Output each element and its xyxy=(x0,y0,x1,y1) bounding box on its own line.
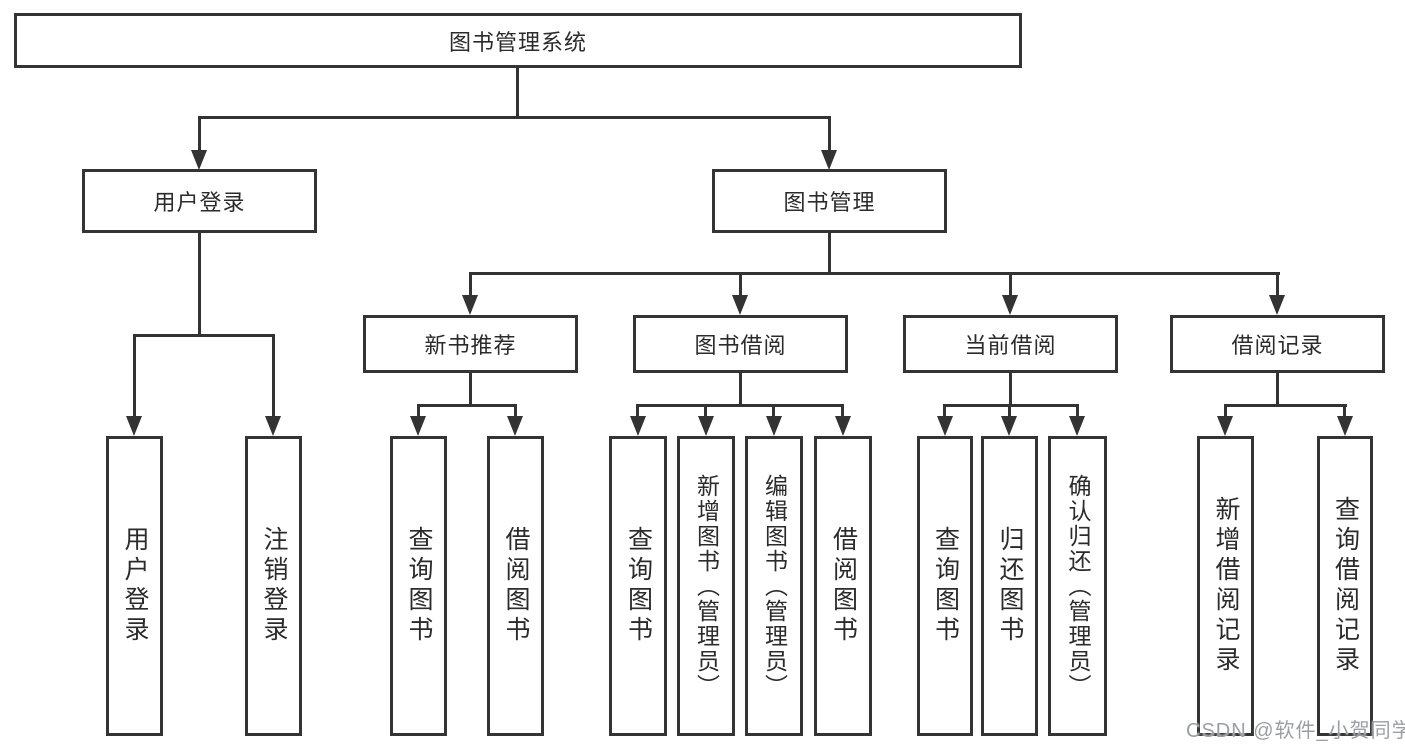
leaf-add-borrow-record: 新增借阅记录 xyxy=(1197,436,1254,736)
node-label: 用户登录 xyxy=(121,526,149,646)
node-label: 查询图书 xyxy=(931,526,960,646)
connector-line xyxy=(636,404,639,418)
connector-line xyxy=(1224,404,1227,418)
connector-line xyxy=(739,373,742,405)
arrow-down-icon xyxy=(1069,416,1085,436)
node-label: 注销登录 xyxy=(260,526,288,646)
arrow-down-icon xyxy=(835,416,851,436)
connector-line xyxy=(704,404,707,418)
node-label: 图书管理系统 xyxy=(448,29,587,55)
node-label: 查询图书 xyxy=(624,526,653,646)
node-label: 借阅图书 xyxy=(502,526,530,646)
arrow-down-icon xyxy=(698,416,714,436)
leaf-query-books-borrow: 查询图书 xyxy=(609,436,667,736)
connector-line xyxy=(1276,272,1279,298)
leaf-logout: 注销登录 xyxy=(245,436,302,736)
leaf-return-books: 归还图书 xyxy=(981,436,1038,736)
leaf-query-books-current: 查询图书 xyxy=(917,436,973,736)
connector-line xyxy=(417,404,420,418)
arrow-down-icon xyxy=(462,295,478,315)
connector-line xyxy=(772,404,775,418)
leaf-borrow-books-recommend: 借阅图书 xyxy=(487,436,544,736)
connector-line xyxy=(1224,404,1347,407)
arrow-down-icon xyxy=(410,416,426,436)
node-label: 借阅图书 xyxy=(829,526,858,646)
node-label: 查询图书 xyxy=(405,526,433,646)
leaf-borrow-books: 借阅图书 xyxy=(814,436,872,736)
connector-line xyxy=(198,116,201,150)
node-label: 用户登录 xyxy=(153,190,246,215)
connector-line xyxy=(198,233,201,336)
node-label: 查询借阅记录 xyxy=(1331,496,1360,676)
node-label: 新书推荐 xyxy=(424,333,517,358)
arrow-down-icon xyxy=(191,150,207,170)
leaf-confirm-return-admin: 确认归还（管理员） xyxy=(1048,436,1107,736)
root-node-library-system: 图书管理系统 xyxy=(14,13,1022,68)
arrow-down-icon xyxy=(1001,416,1017,436)
node-book-borrow: 图书借阅 xyxy=(633,315,848,373)
arrow-down-icon xyxy=(1337,416,1353,436)
leaf-query-borrow-record: 查询借阅记录 xyxy=(1317,436,1373,736)
node-user-login: 用户登录 xyxy=(82,169,317,233)
node-label: 图书管理 xyxy=(783,190,876,215)
connector-line xyxy=(828,116,831,150)
connector-line xyxy=(636,404,844,407)
connector-line xyxy=(272,334,275,418)
connector-line xyxy=(739,272,742,298)
connector-line xyxy=(828,233,831,274)
connector-line xyxy=(516,68,519,116)
leaf-user-login: 用户登录 xyxy=(106,436,163,736)
node-new-book-recommend: 新书推荐 xyxy=(363,315,578,373)
connector-line xyxy=(469,272,472,298)
arrow-down-icon xyxy=(1269,295,1285,315)
arrow-down-icon xyxy=(1217,416,1233,436)
node-label: 借阅记录 xyxy=(1231,333,1324,358)
csdn-watermark: CSDN @软件_小贺同学 xyxy=(1186,720,1405,742)
node-label: 归还图书 xyxy=(996,526,1024,646)
connector-line xyxy=(133,334,136,418)
connector-line xyxy=(417,404,517,407)
connector-line xyxy=(1343,404,1346,418)
connector-line xyxy=(943,404,1079,407)
arrow-down-icon xyxy=(507,416,523,436)
node-label: 编辑图书（管理员） xyxy=(761,473,788,699)
node-label: 图书借阅 xyxy=(694,333,787,358)
arrow-down-icon xyxy=(265,416,281,436)
arrow-down-icon xyxy=(1002,295,1018,315)
leaf-edit-books-admin: 编辑图书（管理员） xyxy=(745,436,803,736)
node-label: 新增图书（管理员） xyxy=(693,473,720,699)
arrow-down-icon xyxy=(732,295,748,315)
connector-line xyxy=(1076,404,1079,418)
connector-line xyxy=(514,404,517,418)
arrow-down-icon xyxy=(821,150,837,170)
connector-line xyxy=(1276,373,1279,405)
arrow-down-icon xyxy=(937,416,953,436)
connector-line xyxy=(469,373,472,405)
connector-line xyxy=(943,404,946,418)
node-current-borrow: 当前借阅 xyxy=(903,315,1118,373)
connector-line xyxy=(469,272,1280,275)
node-borrow-record: 借阅记录 xyxy=(1170,315,1385,373)
arrow-down-icon xyxy=(630,416,646,436)
connector-line xyxy=(1009,373,1012,405)
connector-line xyxy=(198,116,831,119)
connector-line xyxy=(133,334,275,337)
connector-line xyxy=(1009,272,1012,298)
connector-line xyxy=(841,404,844,418)
node-label: 当前借阅 xyxy=(964,333,1057,358)
connector-line xyxy=(1008,404,1011,418)
leaf-add-books-admin: 新增图书（管理员） xyxy=(677,436,735,736)
node-label: 确认归还（管理员） xyxy=(1065,473,1091,699)
arrow-down-icon xyxy=(126,416,142,436)
node-label: 新增借阅记录 xyxy=(1212,496,1240,676)
node-book-management: 图书管理 xyxy=(712,169,947,233)
leaf-query-books-recommend: 查询图书 xyxy=(390,436,447,736)
arrow-down-icon xyxy=(766,416,782,436)
